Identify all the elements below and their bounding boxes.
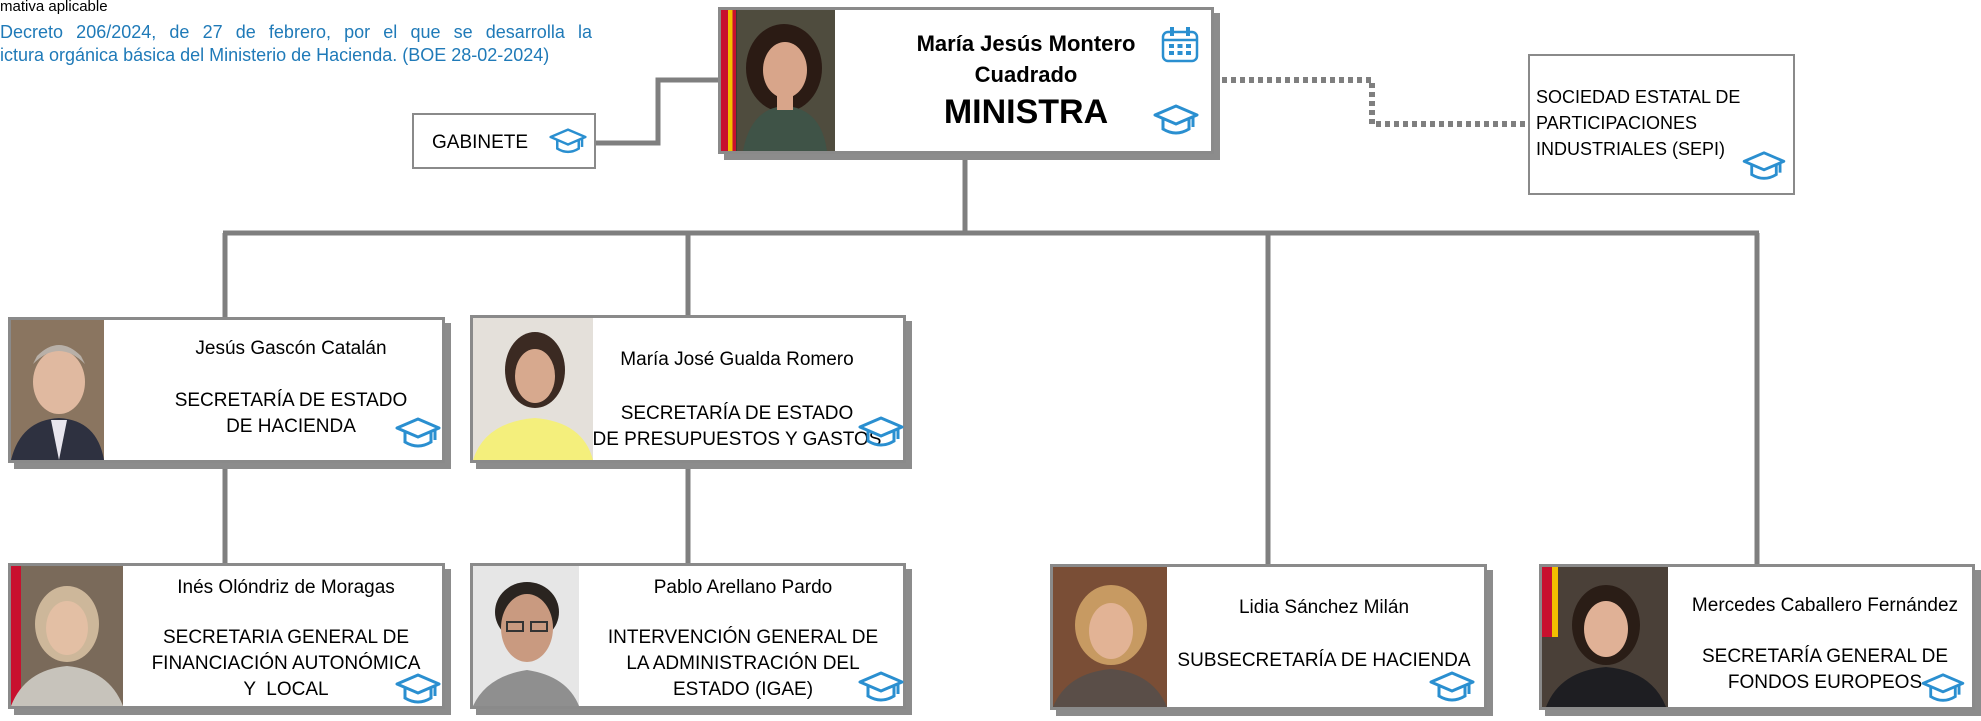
person-name: Pablo Arellano Pardo <box>653 577 833 598</box>
graduation-cap-icon[interactable] <box>858 415 904 451</box>
minister-name-line-2: Cuadrado <box>974 62 1078 87</box>
unit-name-line-1: INTERVENCIÓN GENERAL DE <box>607 627 879 648</box>
unit-name-line-2: FONDOS EUROPEOS <box>1727 672 1923 693</box>
unit-name-line-3: ESTADO (IGAE) <box>672 679 814 700</box>
person-photo <box>11 320 104 460</box>
unit-box-igae: Pablo Arellano Pardo INTERVENCIÓN GENERA… <box>470 563 906 709</box>
unit-box-sgfe: Mercedes Caballero Fernández SECRETARÍA … <box>1539 564 1975 710</box>
person-photo <box>1053 567 1167 707</box>
sepi-line-3: INDUSTRIALES (SEPI) <box>1536 139 1726 159</box>
person-name: Mercedes Caballero Fernández <box>1691 595 1959 616</box>
legal-decree-link[interactable]: Decreto 206/2024, de 27 de febrero, por … <box>0 21 592 67</box>
person-photo <box>11 566 123 706</box>
unit-name-line-1: SECRETARÍA GENERAL DE <box>1701 646 1948 667</box>
minister-portrait <box>737 10 835 151</box>
person-photo <box>473 566 579 706</box>
unit-box-sgfal: Inés Olóndriz de Moragas SECRETARIA GENE… <box>8 563 445 709</box>
minister-name-line-1: María Jesús Montero <box>916 31 1136 56</box>
person-name: Jesús Gascón Catalán <box>195 338 387 359</box>
unit-name-line-1: SECRETARÍA DE ESTADO <box>620 403 854 424</box>
graduation-cap-icon[interactable] <box>1429 670 1475 706</box>
graduation-cap-icon[interactable] <box>1921 672 1965 706</box>
minister-photo <box>721 10 835 151</box>
unit-name-line-2: FINANCIACIÓN AUTONÓMICA <box>151 653 421 674</box>
legal-line-2: ictura orgánica básica del Ministerio de… <box>0 45 550 65</box>
sepi-box: SOCIEDAD ESTATAL DE PARTICIPACIONES INDU… <box>1528 54 1795 195</box>
legal-heading: mativa aplicable <box>0 0 108 15</box>
unit-name-line-2: LA ADMINISTRACIÓN DEL <box>626 653 860 674</box>
person-name: Inés Olóndriz de Moragas <box>177 577 395 598</box>
minister-title: MINISTRA <box>943 93 1109 131</box>
person-name: María José Gualda Romero <box>620 349 854 370</box>
graduation-cap-icon[interactable] <box>395 672 441 708</box>
gabinete-box: GABINETE <box>412 113 596 169</box>
graduation-cap-icon[interactable] <box>549 127 587 157</box>
person-photo <box>473 318 593 460</box>
unit-box-sepg: María José Gualda Romero SECRETARÍA DE E… <box>470 315 906 463</box>
graduation-cap-icon[interactable] <box>1153 103 1199 139</box>
calendar-icon[interactable] <box>1160 26 1200 64</box>
legal-line-1: Decreto 206/2024, de 27 de febrero, por … <box>0 22 592 42</box>
gabinete-label: GABINETE <box>432 132 529 153</box>
graduation-cap-icon[interactable] <box>1742 150 1786 184</box>
unit-name-line-1: SUBSECRETARÍA DE HACIENDA <box>1177 650 1471 671</box>
unit-name-line-3: Y LOCAL <box>243 679 329 700</box>
graduation-cap-icon[interactable] <box>858 670 904 706</box>
unit-box-seh: Jesús Gascón Catalán SECRETARÍA DE ESTAD… <box>8 317 445 463</box>
graduation-cap-icon[interactable] <box>395 416 441 452</box>
person-photo <box>1542 567 1668 707</box>
unit-name-line-1: SECRETARIA GENERAL DE <box>162 627 409 648</box>
unit-name-line-1: SECRETARÍA DE ESTADO <box>174 390 408 411</box>
sepi-line-1: SOCIEDAD ESTATAL DE <box>1536 87 1741 107</box>
minister-box: María Jesús Montero Cuadrado MINISTRA <box>718 7 1214 154</box>
sepi-line-2: PARTICIPACIONES <box>1536 113 1698 133</box>
unit-box-subsecretaria: Lidia Sánchez Milán SUBSECRETARÍA DE HAC… <box>1050 564 1487 710</box>
unit-name-line-2: DE HACIENDA <box>226 416 356 437</box>
person-name: Lidia Sánchez Milán <box>1238 597 1410 618</box>
unit-name-line-2: DE PRESUPUESTOS Y GASTOS <box>592 429 882 450</box>
